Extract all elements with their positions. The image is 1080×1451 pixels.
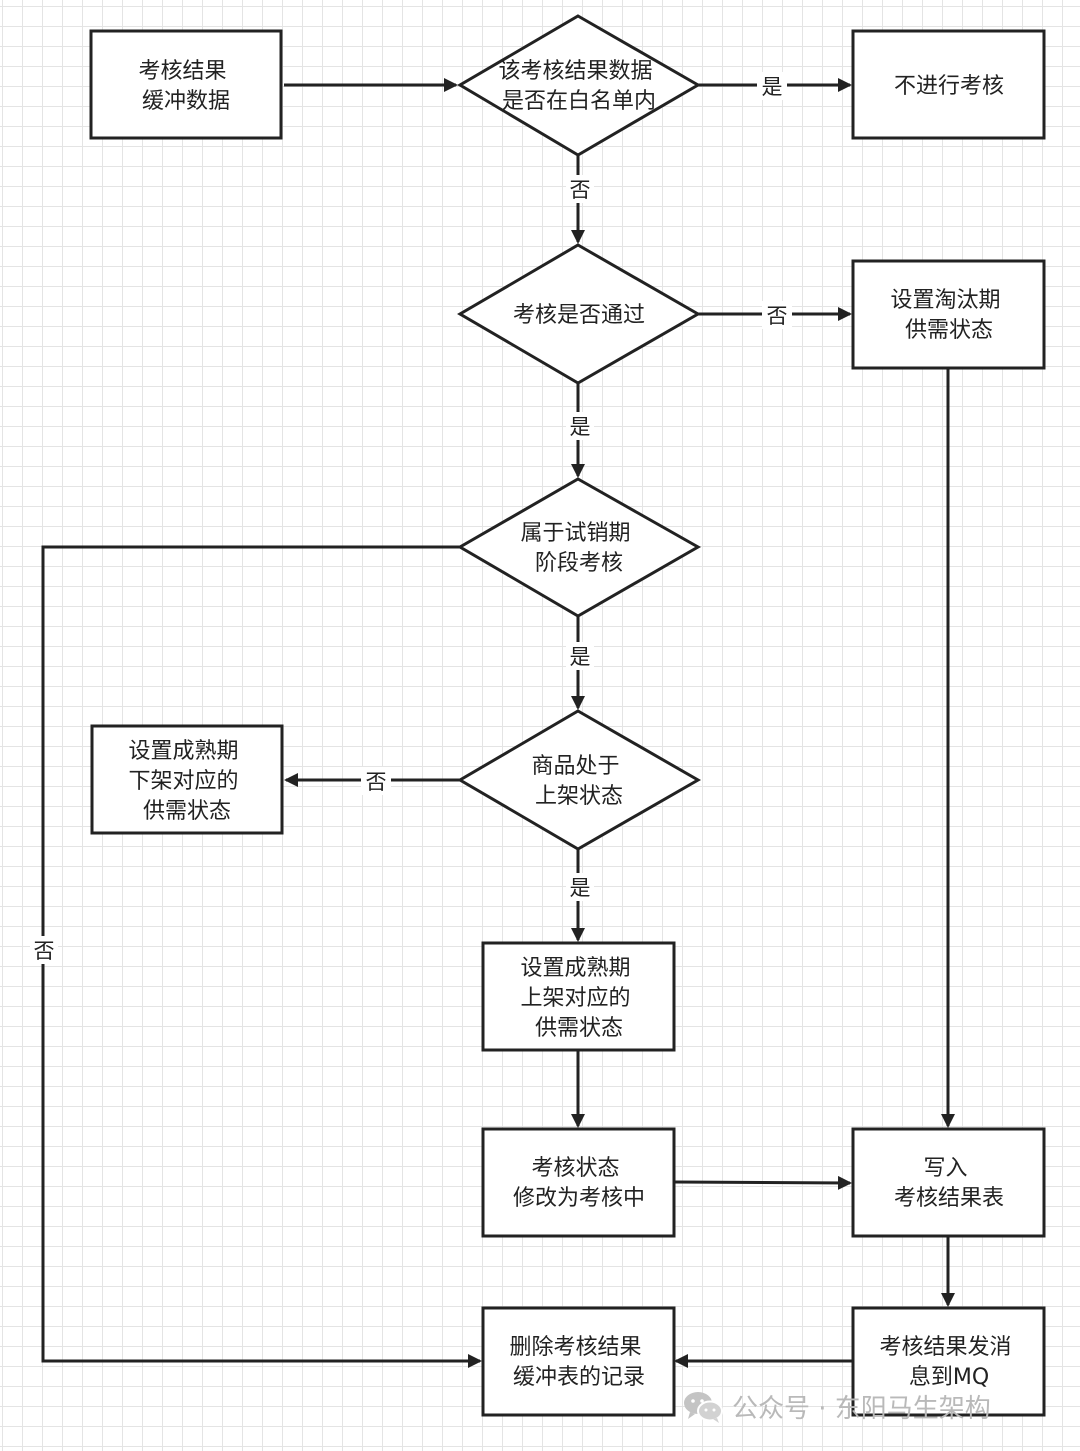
- wechat-icon: [684, 1391, 723, 1423]
- node-mature-offshelf-state: 设置成熟期 下架对应的 供需状态: [128, 739, 245, 824]
- node-onshelf-diamond: [457, 709, 702, 851]
- diamond-nodes: [457, 14, 702, 851]
- edge-label-trial-yes: 是: [570, 645, 591, 669]
- node-mature-offshelf-box: [90, 724, 284, 835]
- node-texts: 考核结果 缓冲数据 该考核结果数据 是否在白名单内 不进行考核 考核是否通过 设…: [128, 59, 1018, 1390]
- rect-nodes: [89, 29, 1046, 1417]
- node-mature-onshelf-state: 设置成熟期 上架对应的 供需状态: [520, 956, 637, 1041]
- node-passed-check: 考核是否通过: [513, 303, 645, 328]
- node-trial-diamond: [457, 477, 702, 618]
- edge-label-passed-no: 否: [767, 304, 788, 328]
- node-delete-buffer-record: 删除考核结果 缓冲表的记录: [509, 1335, 648, 1390]
- node-eliminate-state-box: [851, 259, 1046, 370]
- node-mature-onshelf-box: [481, 941, 676, 1052]
- node-status-in-assessment: 考核状态 修改为考核中: [513, 1156, 645, 1211]
- edge-status-to-write: [674, 1175, 852, 1190]
- node-whitelist-check: 该考核结果数据 是否在白名单内: [498, 59, 659, 114]
- edge-trial-no: [41, 545, 482, 1368]
- edge-label-whitelist-yes: 是: [762, 75, 783, 99]
- node-send-mq: 考核结果发消 息到MQ: [879, 1335, 1018, 1390]
- watermark: 公众号 · 东阳马生架构: [682, 1388, 991, 1425]
- node-no-assessment: 不进行考核: [894, 74, 1004, 99]
- node-write-result-box: [851, 1127, 1046, 1238]
- node-whitelist-diamond: [457, 14, 701, 157]
- watermark-text: 公众号 · 东阳马生架构: [732, 1394, 991, 1424]
- edges: [41, 78, 955, 1368]
- node-on-shelf-check: 商品处于 上架状态: [531, 754, 626, 809]
- edge-label-whitelist-no: 否: [570, 178, 591, 202]
- node-no-assessment-box: [851, 29, 1046, 140]
- node-passed-diamond: [457, 243, 702, 385]
- node-buffer-data: 考核结果 缓冲数据: [138, 59, 233, 114]
- node-send-mq-box: [851, 1306, 1046, 1417]
- node-trial-stage-check: 属于试销期 阶段考核: [520, 521, 637, 576]
- node-write-result-table: 写入 考核结果表: [894, 1156, 1004, 1211]
- edge-labels: 是 否 否 是 是 否 否 是: [30, 72, 792, 964]
- edge-label-onshelf-yes: 是: [570, 876, 591, 900]
- node-delete-record-box: [481, 1306, 676, 1417]
- node-eliminate-state: 设置淘汰期 供需状态: [890, 288, 1007, 343]
- edge-label-passed-yes: 是: [570, 415, 591, 439]
- edge-label-trial-no: 否: [34, 939, 55, 963]
- node-status-box: [481, 1127, 676, 1238]
- edge-label-onshelf-no: 否: [366, 770, 387, 794]
- node-buffer-data-box: [89, 29, 283, 140]
